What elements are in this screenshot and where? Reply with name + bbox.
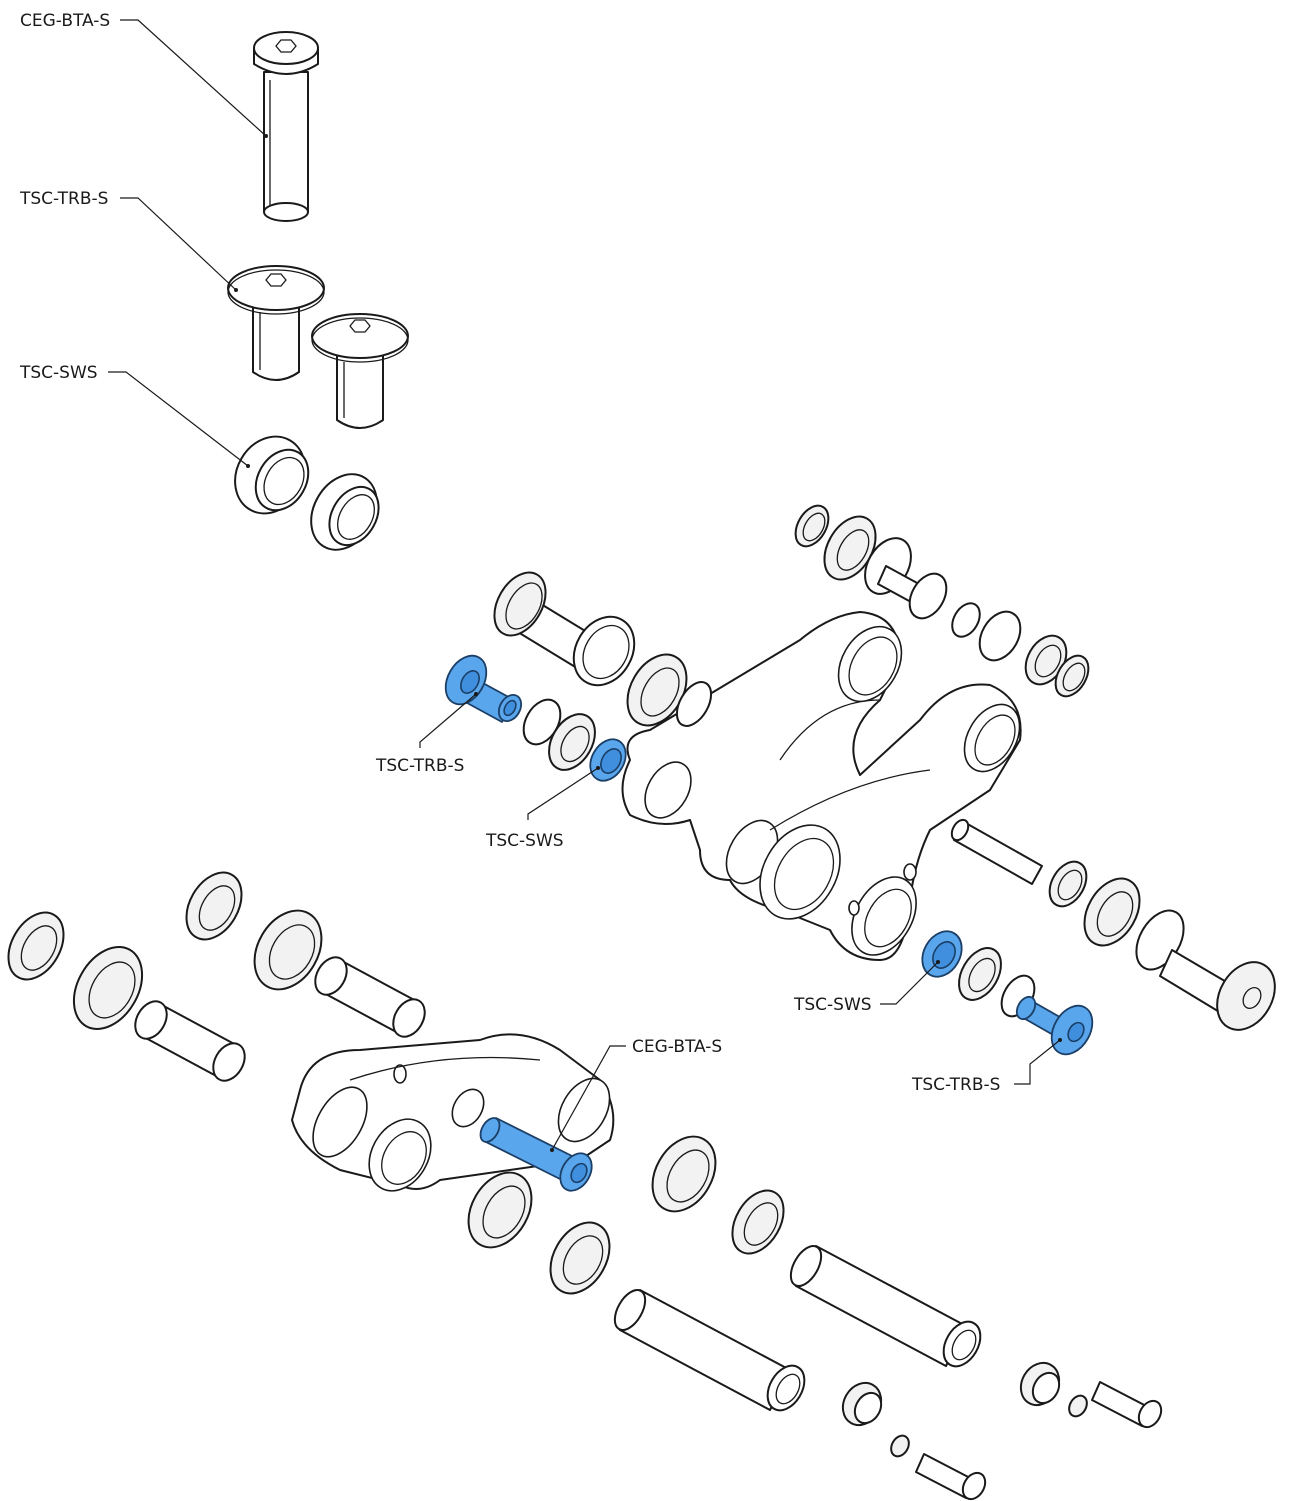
rocker-flanged-bushing-highlight xyxy=(444,654,523,723)
callout-leaders xyxy=(108,19,1062,1152)
rocker-retaining-ring-and-bearing xyxy=(522,698,596,771)
callout-right-flanged-bushing: TSC-TRB-S xyxy=(911,1075,1000,1095)
loose-flanged-bushing-part xyxy=(227,265,325,381)
callout-rocker-washer: TSC-SWS xyxy=(485,831,564,851)
rocker-upper-right-pivot-stack xyxy=(794,504,1090,698)
callout-top-washer: TSC-SWS xyxy=(19,363,98,383)
callout-right-washer: TSC-SWS xyxy=(793,995,872,1015)
loose-bolt-part xyxy=(253,31,319,222)
callout-rocker-flanged-bushing: TSC-TRB-S xyxy=(375,756,464,776)
callout-top-flanged-bushing: TSC-TRB-S xyxy=(19,189,108,209)
rocker-lower-right-pivot-stack xyxy=(950,818,1276,1031)
link-bolt-highlight xyxy=(479,1117,593,1192)
lower-link-washers-and-bearings xyxy=(7,871,323,1030)
rocker-upper-pivot-stack xyxy=(493,571,713,727)
lower-link-small-hardware xyxy=(841,1361,1163,1501)
callout-link-bolt: CEG-BTA-S xyxy=(632,1037,722,1057)
loose-flanged-bushing-part-2 xyxy=(311,313,409,429)
right-flanged-bushing-highlight xyxy=(1015,995,1094,1056)
loose-washer-part xyxy=(234,435,310,515)
rocker-arm xyxy=(621,611,1022,961)
lower-link-right-bearings xyxy=(467,1135,785,1295)
lower-link-sleeves xyxy=(134,956,426,1082)
loose-washer-part-2 xyxy=(310,473,380,551)
rocker-washer-highlight xyxy=(589,738,627,782)
lower-link-axle-sleeves xyxy=(613,1245,982,1412)
callout-top-bolt: CEG-BTA-S xyxy=(20,11,110,31)
